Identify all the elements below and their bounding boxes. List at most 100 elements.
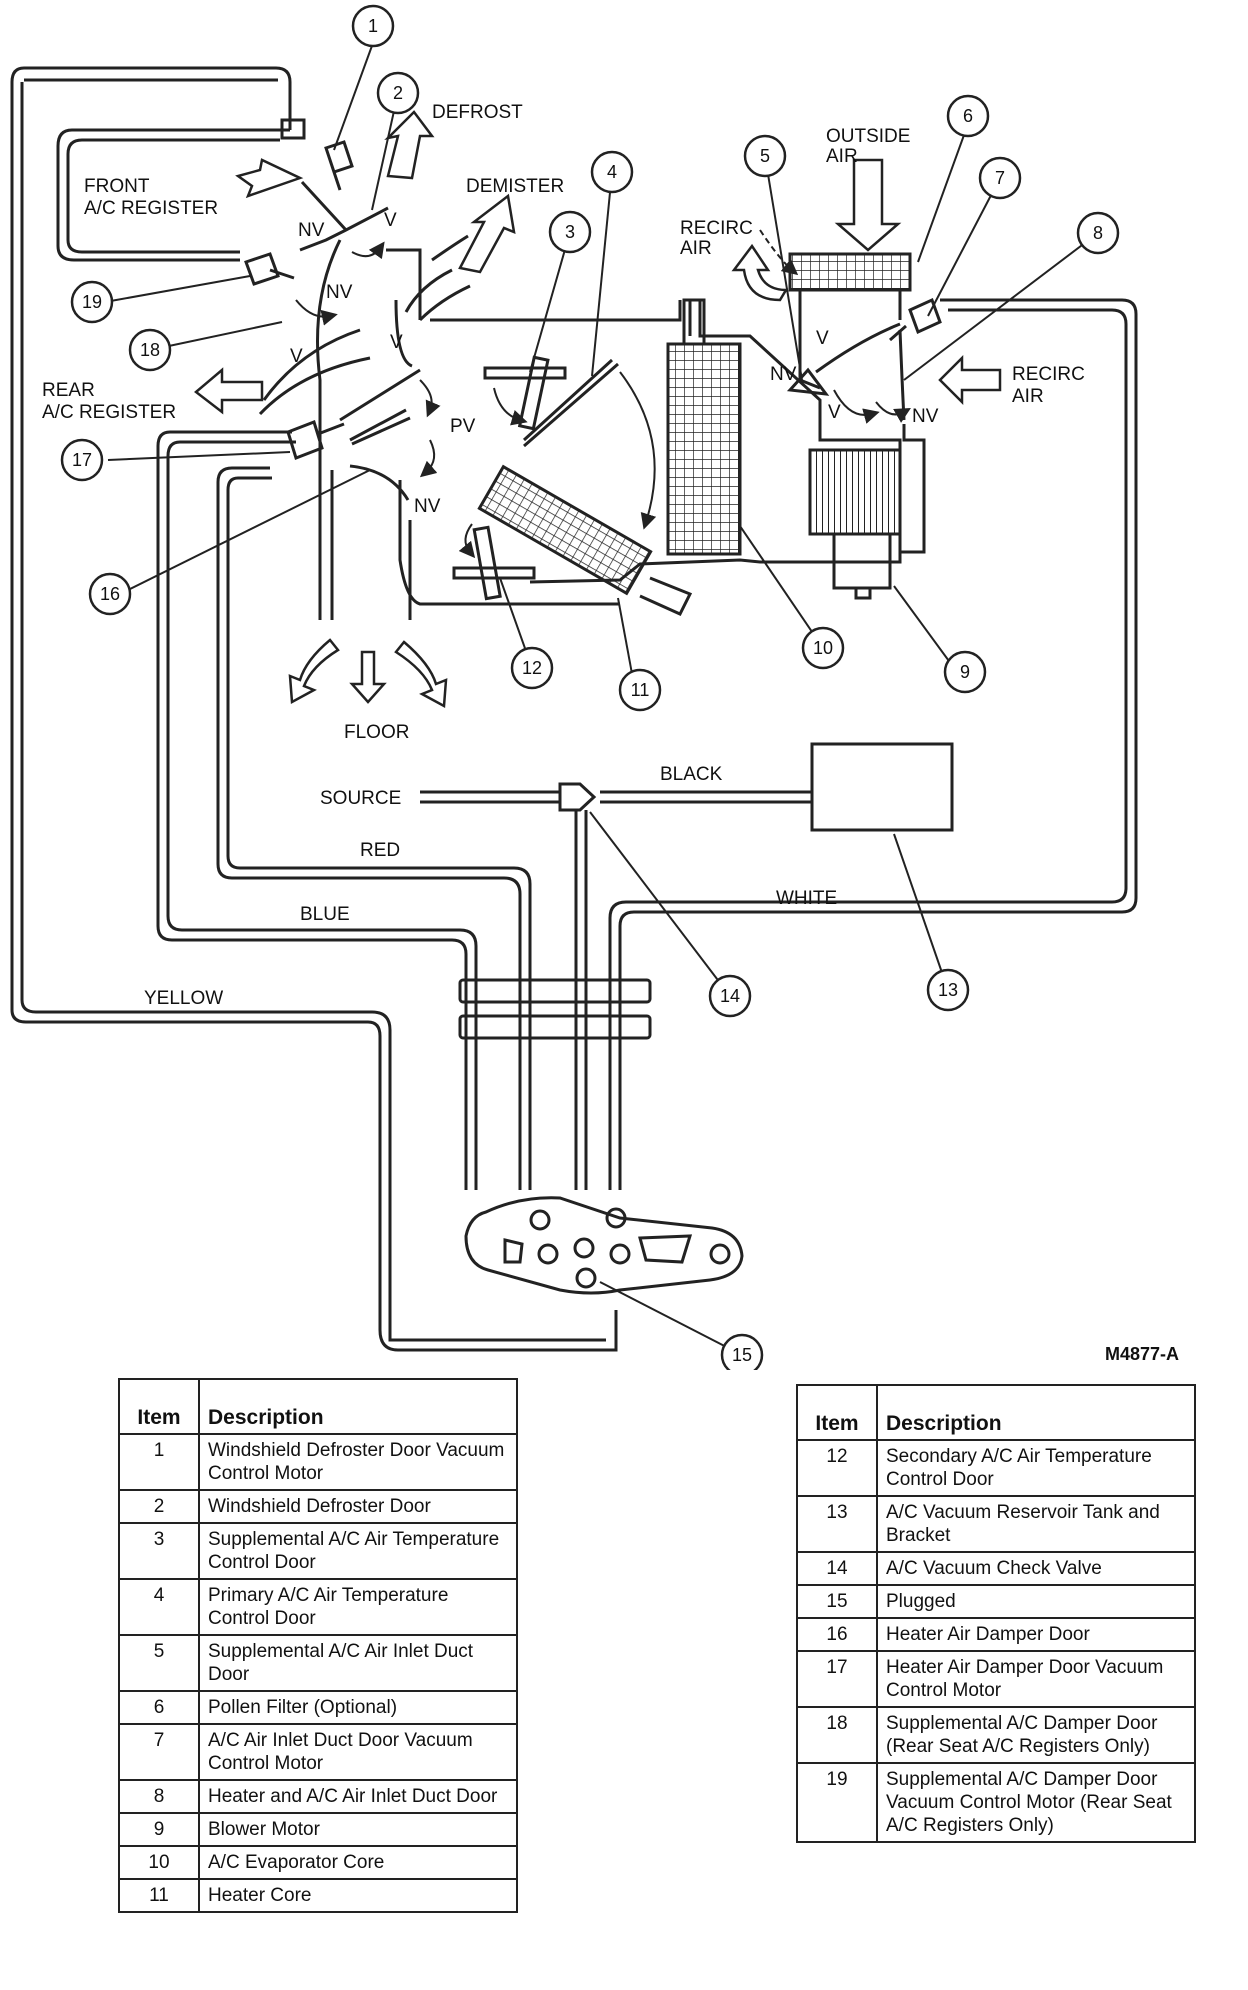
label-blue: BLUE bbox=[300, 904, 350, 925]
callout-12: 12 bbox=[522, 658, 542, 678]
legend-item-number: 19 bbox=[796, 1762, 878, 1843]
legend-item-description: Windshield Defroster Door Vacuum Control… bbox=[198, 1433, 518, 1491]
rear-register-arrow bbox=[194, 367, 264, 415]
callout-13: 13 bbox=[938, 980, 958, 1000]
legend-item-number: 9 bbox=[118, 1812, 200, 1847]
legend-item-number: 11 bbox=[118, 1878, 200, 1913]
floor-arrow-left bbox=[288, 638, 340, 705]
label-floor: FLOOR bbox=[344, 722, 409, 743]
label-v-5: V bbox=[828, 402, 841, 423]
legend-item-description: Heater and A/C Air Inlet Duct Door bbox=[198, 1779, 518, 1814]
legend-item-number: 6 bbox=[118, 1690, 200, 1725]
legend-item-description: Plugged bbox=[876, 1584, 1196, 1619]
legend-item-description: A/C Evaporator Core bbox=[198, 1845, 518, 1880]
legend-item-description: Blower Motor bbox=[198, 1812, 518, 1847]
legend-item-number: 12 bbox=[796, 1439, 878, 1497]
callout-4: 4 bbox=[607, 162, 617, 182]
control-switch-plate bbox=[464, 1196, 744, 1295]
legend-item-number: 18 bbox=[796, 1706, 878, 1764]
legend-item-number: 1 bbox=[118, 1433, 200, 1491]
white-hose bbox=[608, 298, 1138, 1190]
damper-16 bbox=[339, 368, 421, 446]
legend-item-description: A/C Air Inlet Duct Door Vacuum Control M… bbox=[198, 1723, 518, 1781]
heater-core bbox=[477, 464, 653, 596]
callout-7: 7 bbox=[995, 168, 1005, 188]
yellow-hose bbox=[10, 66, 618, 1352]
label-recirc-right-2: AIR bbox=[1012, 386, 1044, 407]
vacuum-motor-7 bbox=[889, 297, 942, 342]
legend-item-description: Heater Air Damper Door bbox=[876, 1617, 1196, 1652]
label-yellow: YELLOW bbox=[144, 988, 223, 1009]
label-outside-air-1: OUTSIDE bbox=[826, 126, 910, 147]
red-hose bbox=[216, 466, 532, 1190]
front-register-arrow bbox=[235, 158, 304, 199]
pollen-filter bbox=[788, 252, 912, 292]
legend-item-description: A/C Vacuum Check Valve bbox=[876, 1551, 1196, 1586]
callout-14: 14 bbox=[720, 986, 740, 1006]
callout-5: 5 bbox=[760, 146, 770, 166]
recirc-right-arrow bbox=[938, 354, 1002, 406]
legend-item-description: Supplemental A/C Air Inlet Duct Door bbox=[198, 1634, 518, 1692]
legend-item-number: 17 bbox=[796, 1650, 878, 1708]
label-v-2: V bbox=[290, 346, 303, 367]
vacuum-system-diagram: 1 2 3 4 5 6 7 8 9 10 11 12 13 14 15 16 1… bbox=[10, 4, 1138, 1370]
callout-17: 17 bbox=[72, 450, 92, 470]
callout-18: 18 bbox=[140, 340, 160, 360]
legend-item-description: Windshield Defroster Door bbox=[198, 1489, 518, 1524]
legend-item-number: 2 bbox=[118, 1489, 200, 1524]
plenum-housing bbox=[430, 300, 902, 584]
label-defrost: DEFROST bbox=[432, 102, 523, 123]
temp-door-4 bbox=[522, 358, 619, 448]
legend-item-description: Primary A/C Air Temperature Control Door bbox=[198, 1578, 518, 1636]
blower-wheel bbox=[808, 448, 902, 536]
legend-item-description: Pollen Filter (Optional) bbox=[198, 1690, 518, 1725]
floor-arrow-mid bbox=[349, 650, 387, 704]
label-rear-register-1: REAR bbox=[42, 380, 95, 401]
legend-item-number: 3 bbox=[118, 1522, 200, 1580]
label-v-3: V bbox=[390, 332, 403, 353]
legend-header-row: Item Description bbox=[796, 1384, 1196, 1441]
legend-item-description: Supplemental A/C Damper Door (Rear Seat … bbox=[876, 1706, 1196, 1764]
source-hose bbox=[420, 790, 560, 804]
evaporator-core bbox=[666, 342, 742, 556]
legend-item-description: Secondary A/C Air Temperature Control Do… bbox=[876, 1439, 1196, 1497]
callout-10: 10 bbox=[813, 638, 833, 658]
label-nv-1: NV bbox=[298, 220, 325, 241]
legend-item-number: 15 bbox=[796, 1584, 878, 1619]
label-nv-2: NV bbox=[326, 282, 353, 303]
label-nv-3: NV bbox=[414, 496, 441, 517]
callout-16: 16 bbox=[100, 584, 120, 604]
black-hose bbox=[600, 790, 812, 804]
label-black: BLACK bbox=[660, 764, 723, 785]
callout-15: 15 bbox=[732, 1345, 752, 1365]
legend-item-number: 13 bbox=[796, 1495, 878, 1553]
legend-header-description: Description bbox=[198, 1378, 518, 1435]
demister-duct bbox=[404, 226, 501, 322]
label-outside-air-2: AIR bbox=[826, 146, 858, 167]
callout-3: 3 bbox=[565, 222, 575, 242]
hose-19 bbox=[56, 128, 290, 262]
legend-item-number: 4 bbox=[118, 1578, 200, 1636]
label-recirc-left-1: RECIRC bbox=[680, 218, 753, 239]
floor-arrow-right bbox=[394, 640, 448, 709]
legend-header-item: Item bbox=[796, 1384, 878, 1441]
vacuum-motor-19 bbox=[244, 252, 295, 286]
inlet-door-5 bbox=[786, 367, 830, 396]
legend-item-number: 8 bbox=[118, 1779, 200, 1814]
reservoir-tank bbox=[810, 742, 954, 832]
recirc-left-arrow bbox=[731, 243, 789, 302]
